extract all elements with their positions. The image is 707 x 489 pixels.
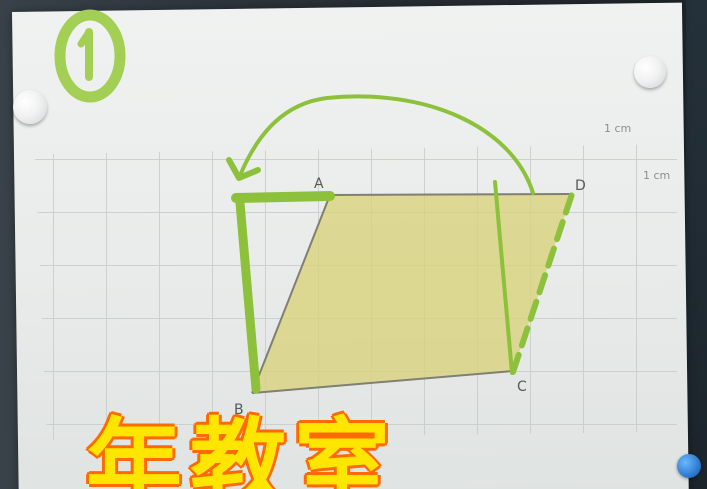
bulletin-board-edge: [686, 0, 707, 489]
parallelogram-fill: [252, 194, 572, 393]
pushpin-right: [634, 56, 666, 88]
green-construction: [226, 94, 575, 394]
point-a-label: A: [314, 176, 324, 192]
unit-label-side: 1 cm: [643, 169, 670, 182]
caption-overlay: 年教室: [86, 408, 398, 489]
point-d-label: D: [575, 178, 586, 194]
point-b-label: B: [234, 402, 244, 418]
point-c-label: C: [517, 379, 527, 395]
blue-pin: [677, 454, 701, 478]
unit-label-top: 1 cm: [604, 122, 631, 135]
pushpin-left: [13, 90, 47, 124]
number-circle-icon: [54, 9, 126, 103]
